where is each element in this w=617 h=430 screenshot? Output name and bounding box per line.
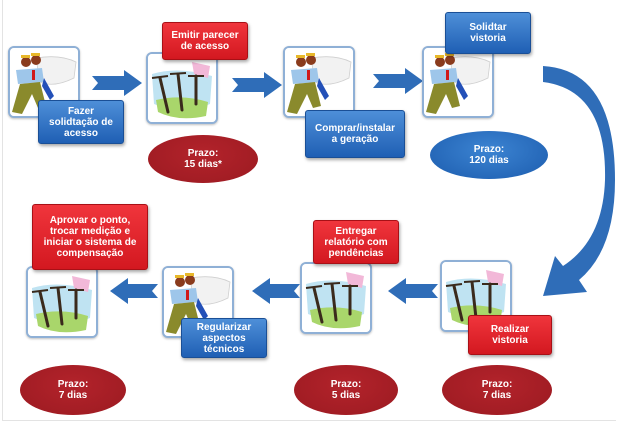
workers-icon [285,48,353,116]
curved-arrow-down [543,66,615,296]
arrow-right-2 [232,72,282,98]
step-6-label: Entregar relatório com pendências [313,220,399,264]
step-4-label: Solidtar vistoria [445,12,531,54]
diagram-frame [2,0,616,421]
step-3-label: Comprar/instalar a geração [305,110,405,158]
power-poles-icon [28,268,96,336]
arrow-right-1 [92,70,142,96]
step-5-label: Realizar vistoria [468,315,552,355]
step-2-deadline: Prazo: 15 dias* [148,135,258,183]
step-8-image [26,266,98,338]
arrow-left-3 [110,278,158,304]
arrow-right-3 [373,68,423,94]
step-4-deadline: Prazo: 120 dias [430,131,548,179]
step-6-deadline: Prazo: 5 dias [294,365,398,415]
step-7-label: Regularizar aspectos técnicos [181,318,267,358]
step-5-deadline: Prazo: 7 dias [442,365,552,415]
workers-icon [424,48,492,116]
step-4-image [422,46,494,118]
step-1-label: Fazer solidtação de acesso [38,100,124,144]
step-2-label: Emitir parecer de acesso [162,22,248,60]
arrow-left-1 [388,278,438,304]
power-poles-icon [148,54,216,122]
power-poles-icon [302,264,370,332]
step-3-image [283,46,355,118]
arrow-left-2 [252,278,300,304]
step-2-image [146,52,218,124]
step-6-image [300,262,372,334]
step-8-label: Aprovar o ponto, trocar medição e inicia… [32,204,148,270]
step-8-deadline: Prazo: 7 dias [20,365,126,415]
